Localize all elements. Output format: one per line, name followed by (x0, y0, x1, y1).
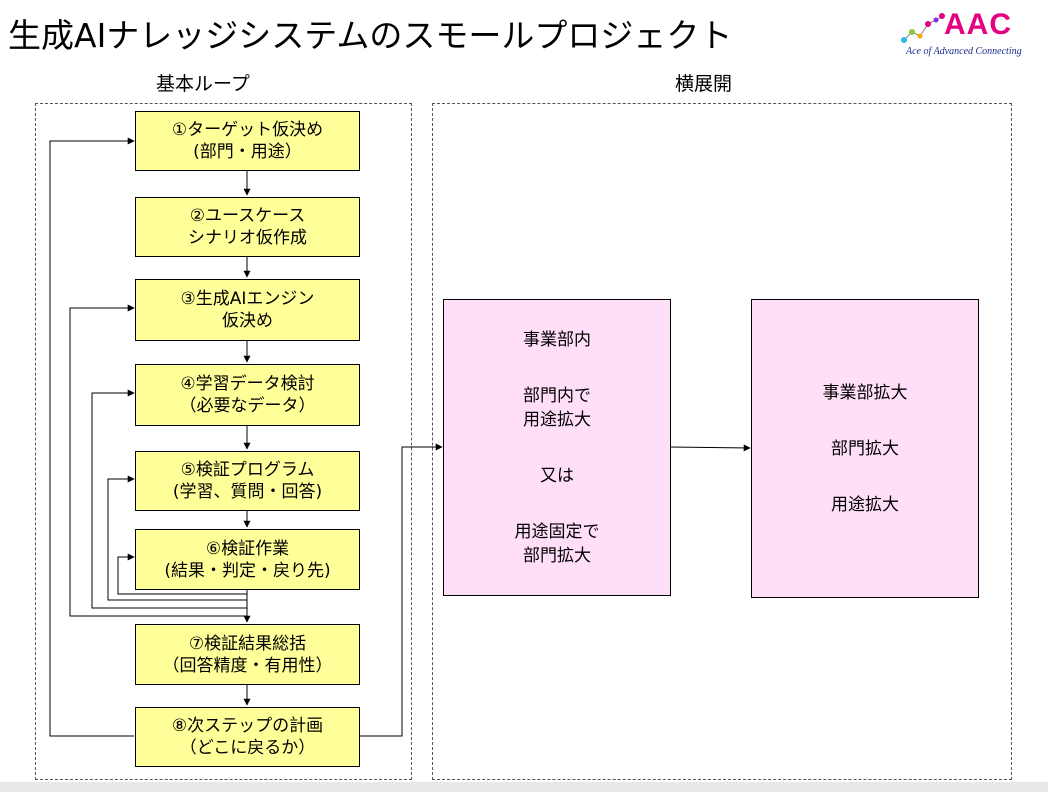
basic-loop-label: 基本ループ (156, 73, 250, 95)
step-5-detail: (学習、質問・回答) (172, 482, 323, 502)
step-3-box: ③生成AIエンジン 仮決め (135, 279, 360, 341)
step-8-title: ⑧次ステップの計画 (171, 716, 324, 736)
step-2-detail: シナリオ仮作成 (188, 228, 307, 248)
expansion-box-department: 事業部内 部門内で 用途拡大 又は 用途固定で 部門拡大 (443, 299, 671, 596)
step-2-title: ②ユースケース (189, 206, 306, 226)
expansion-2-division: 事業部拡大 (822, 382, 908, 403)
expansion-label: 横展開 (675, 73, 733, 95)
logo-tagline: Ace of Advanced Connecting (906, 46, 1022, 57)
step-6-box: ⑥検証作業 (結果・判定・戻り先) (135, 529, 360, 590)
page-title: 生成AIナレッジシステムのスモールプロジェクト (8, 16, 733, 55)
step-5-box: ⑤検証プログラム (学習、質問・回答) (135, 451, 360, 511)
step-2-box: ②ユースケース シナリオ仮作成 (135, 197, 360, 257)
step-1-title: ①ターゲット仮決め (171, 120, 324, 140)
step-3-detail: 仮決め (222, 311, 273, 331)
step-1-detail: (部門・用途） (193, 142, 302, 162)
expansion-1-option-b1: 用途固定で (514, 521, 600, 542)
expansion-1-option-a2: 用途拡大 (523, 409, 591, 430)
expansion-1-option-a1: 部門内で (523, 385, 591, 406)
step-7-detail: （回答精度・有用性） (162, 655, 333, 676)
step-5-title: ⑤検証プログラム (180, 460, 315, 480)
expansion-box-division: 事業部拡大 部門拡大 用途拡大 (751, 299, 979, 598)
step-3-title: ③生成AIエンジン (180, 289, 315, 309)
logo-wordmark: AAC (944, 8, 1012, 41)
step-7-title: ⑦検証結果総括 (188, 633, 307, 654)
step-4-box: ④学習データ検討 （必要なデータ） (135, 364, 360, 426)
basic-loop-frame (35, 103, 412, 780)
step-4-title: ④学習データ検討 (180, 374, 315, 394)
expansion-2-usage: 用途拡大 (831, 494, 899, 515)
expansion-2-department: 部門拡大 (831, 438, 899, 459)
expansion-frame (432, 103, 1012, 780)
footer-bar (0, 782, 1048, 792)
aac-logo: AAC Ace of Advanced Connecting (898, 6, 1044, 62)
expansion-1-option-b2: 部門拡大 (523, 545, 591, 566)
step-6-detail: (結果・判定・戻り先) (164, 560, 331, 581)
step-7-box: ⑦検証結果総括 （回答精度・有用性） (135, 624, 360, 685)
step-6-title: ⑥検証作業 (205, 538, 290, 559)
expansion-1-scope: 事業部内 (523, 329, 591, 350)
network-dots-icon (901, 13, 945, 43)
step-8-detail: （どこに戻るか） (179, 738, 316, 758)
expansion-1-or: 又は (540, 465, 574, 486)
step-4-detail: （必要なデータ） (179, 396, 316, 416)
step-8-box: ⑧次ステップの計画 （どこに戻るか） (135, 707, 360, 767)
step-1-box: ①ターゲット仮決め (部門・用途） (135, 111, 360, 171)
